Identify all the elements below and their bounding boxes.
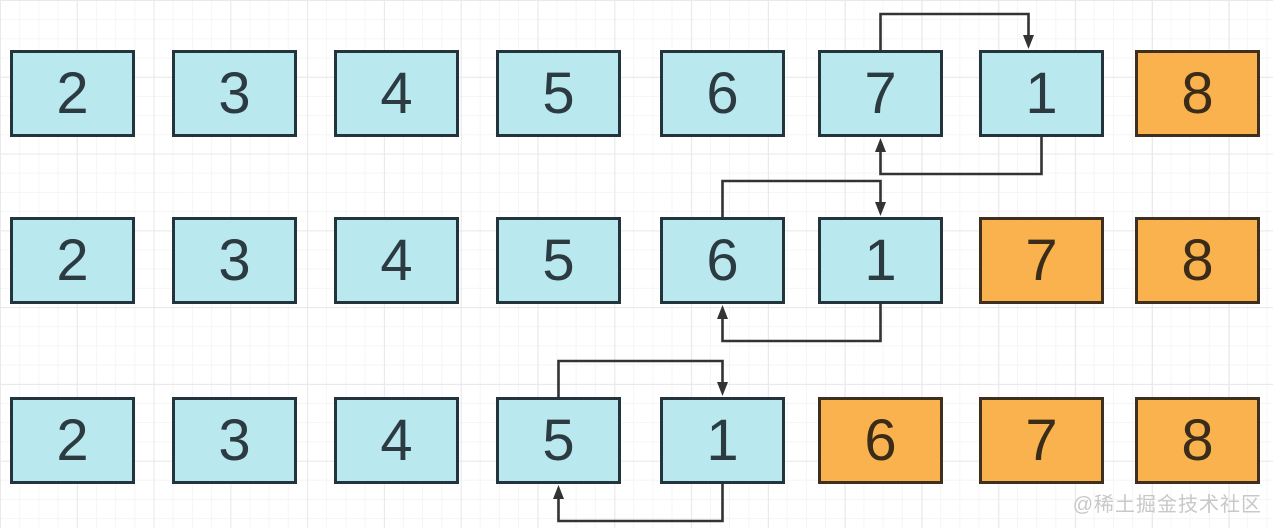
- array-cell: 4: [334, 217, 459, 304]
- swap-arrow-line: [879, 12, 1030, 50]
- array-cell: 4: [334, 397, 459, 484]
- array-cell: 7: [979, 217, 1104, 304]
- swap-arrow-line: [721, 179, 882, 217]
- array-cell-swap-target: 1: [660, 397, 785, 484]
- array-cell: 5: [496, 217, 621, 304]
- watermark-text: @稀土掘金技术社区: [1072, 494, 1262, 516]
- array-cell: 3: [172, 397, 297, 484]
- array-cell: 8: [1135, 217, 1260, 304]
- swap-arrow-line: [557, 484, 724, 523]
- swap-arrow-line: [879, 137, 1043, 176]
- array-cell: 4: [334, 50, 459, 137]
- swap-arrowhead: [1023, 35, 1034, 49]
- swap-arrow-line: [721, 304, 882, 343]
- array-row-step-2: 2 3 4 5 6 1 7 8: [0, 217, 1273, 304]
- array-cell-swap-source: 5: [496, 397, 621, 484]
- swap-arrowhead: [717, 382, 728, 396]
- array-cell-swap-target: 1: [818, 217, 943, 304]
- array-cell: 8: [1135, 397, 1260, 484]
- array-cell-swap-source: 6: [660, 217, 785, 304]
- array-cell-swap-source: 7: [818, 50, 943, 137]
- array-row-step-1: 2 3 4 5 6 7 1 8: [0, 50, 1273, 137]
- swap-arrowhead: [875, 202, 886, 216]
- array-cell: 6: [818, 397, 943, 484]
- array-cell: 2: [10, 397, 135, 484]
- array-cell: 2: [10, 50, 135, 137]
- array-cell-swap-target: 1: [979, 50, 1104, 137]
- array-cell: 5: [496, 50, 621, 137]
- swap-arrowhead: [553, 485, 564, 499]
- array-cell: 3: [172, 217, 297, 304]
- array-cell: 8: [1135, 50, 1260, 137]
- array-row-step-3: 2 3 4 5 1 6 7 8: [0, 397, 1273, 484]
- swap-arrow-line: [557, 359, 724, 397]
- array-cell: 7: [979, 397, 1104, 484]
- array-cell: 6: [660, 50, 785, 137]
- swap-arrowhead: [717, 305, 728, 319]
- swap-arrowhead: [875, 138, 886, 152]
- array-cell: 3: [172, 50, 297, 137]
- array-cell: 2: [10, 217, 135, 304]
